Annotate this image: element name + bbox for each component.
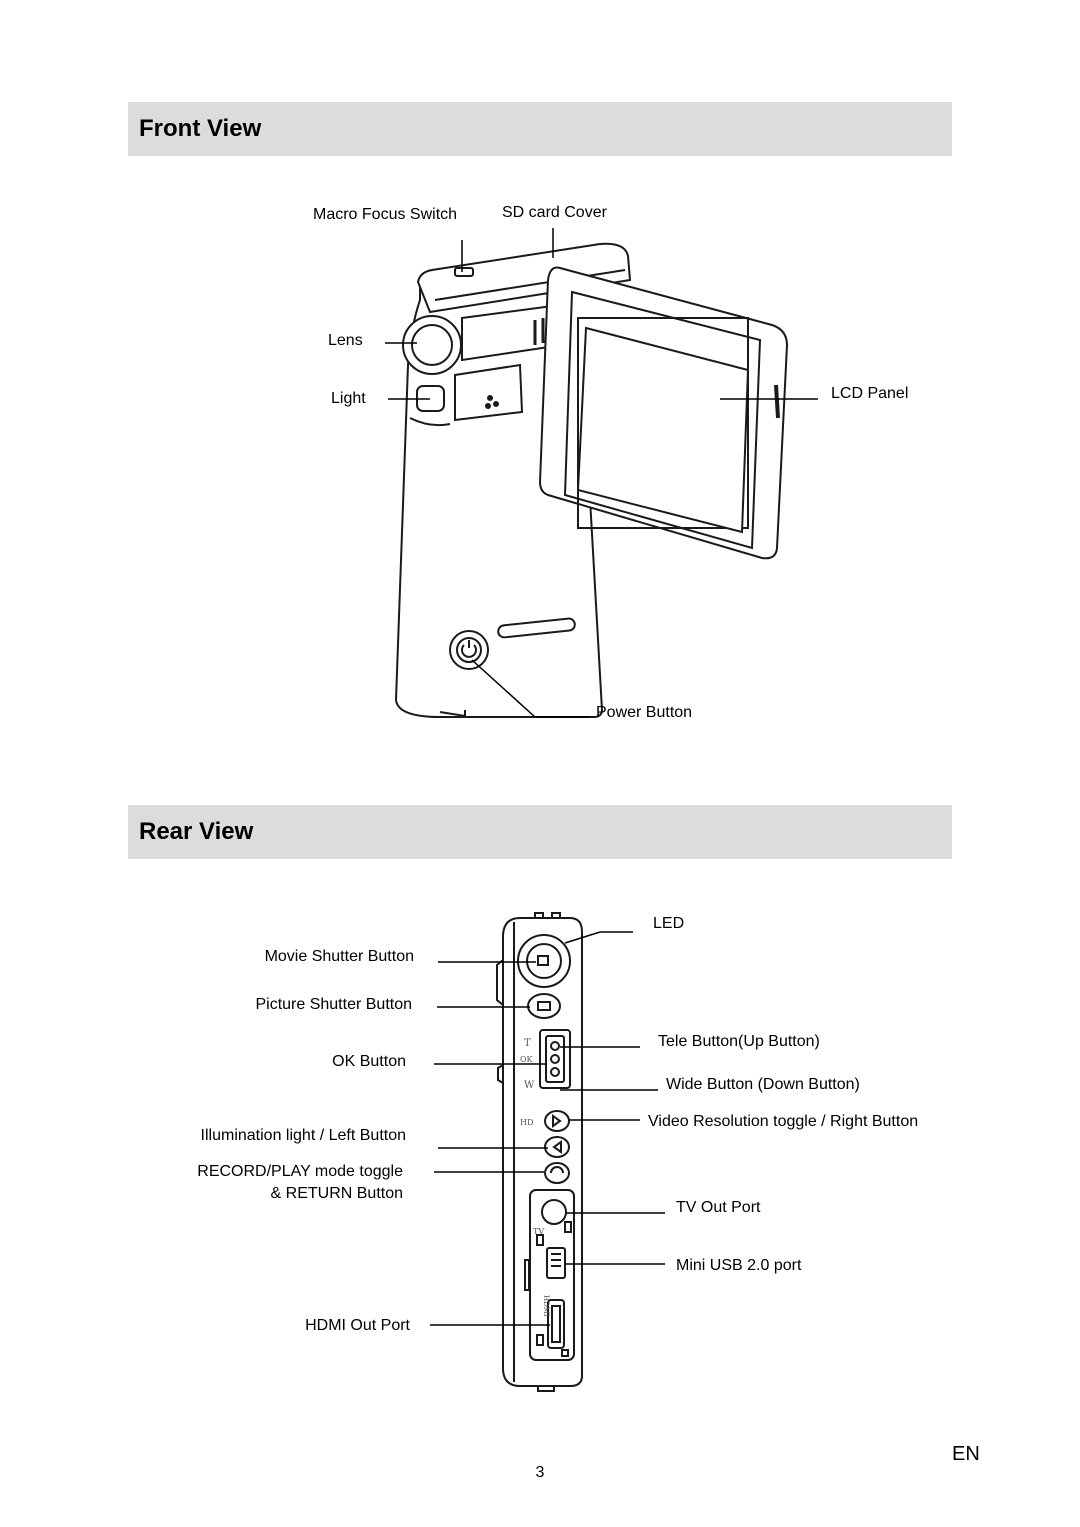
tv-out-port-label: TV Out Port [676,1199,761,1216]
sd-card-cover-label: SD card Cover [502,204,607,221]
movie-shutter-button-label: Movie Shutter Button [264,948,414,965]
rear-view-title: Rear View [139,818,254,845]
tv-marking: TV [533,1227,544,1236]
tele-button-label: Tele Button(Up Button) [658,1033,820,1050]
macro-focus-switch-label: Macro Focus Switch [313,206,458,223]
front-view-title: Front View [139,115,262,142]
hd-marking: HD [520,1118,533,1127]
illumination-light-label: Illumination light / Left Button [200,1127,406,1144]
hdmi-port [547,1299,565,1349]
led-label: LED [653,915,685,932]
video-resolution-toggle-label: Video Resolution toggle / Right Button [648,1113,919,1130]
zoom-rocker [539,1029,571,1089]
light-label: Light [331,390,366,407]
record-play-button [544,1162,570,1184]
tv-out-port [541,1199,567,1225]
power-button-ring [449,630,489,670]
hdmi-marking: HDMI [542,1295,550,1317]
wide-button-label: Wide Button (Down Button) [666,1076,860,1093]
lens-label: Lens [328,332,363,349]
mini-usb-port [546,1247,566,1279]
ok-button-label: OK Button [332,1053,406,1070]
front-view-header: Front View [128,102,952,156]
grip-slot [497,617,576,639]
light-button [544,1136,570,1158]
lens-inner [411,324,453,366]
record-play-toggle-label-line2: & RETURN Button [270,1185,403,1202]
movie-shutter-button [517,934,571,988]
power-button-label: Power Button [596,704,693,721]
wide-marking: W [524,1080,535,1091]
picture-shutter-button [527,993,561,1019]
rear-view-header: Rear View [128,805,952,859]
tele-marking: T [524,1038,531,1049]
mini-usb-port-label: Mini USB 2.0 port [676,1257,802,1274]
picture-shutter-button-label: Picture Shutter Button [255,996,412,1013]
lcd-panel-label: LCD Panel [831,385,909,402]
hd-button [544,1110,570,1132]
record-play-toggle-label-line1: RECORD/PLAY mode toggle [197,1163,403,1180]
language-code: EN [952,1443,980,1465]
ok-marking: OK [520,1055,534,1064]
page-number: 3 [535,1464,545,1481]
lcd-screen [577,317,749,529]
hdmi-out-port-label: HDMI Out Port [305,1317,410,1334]
